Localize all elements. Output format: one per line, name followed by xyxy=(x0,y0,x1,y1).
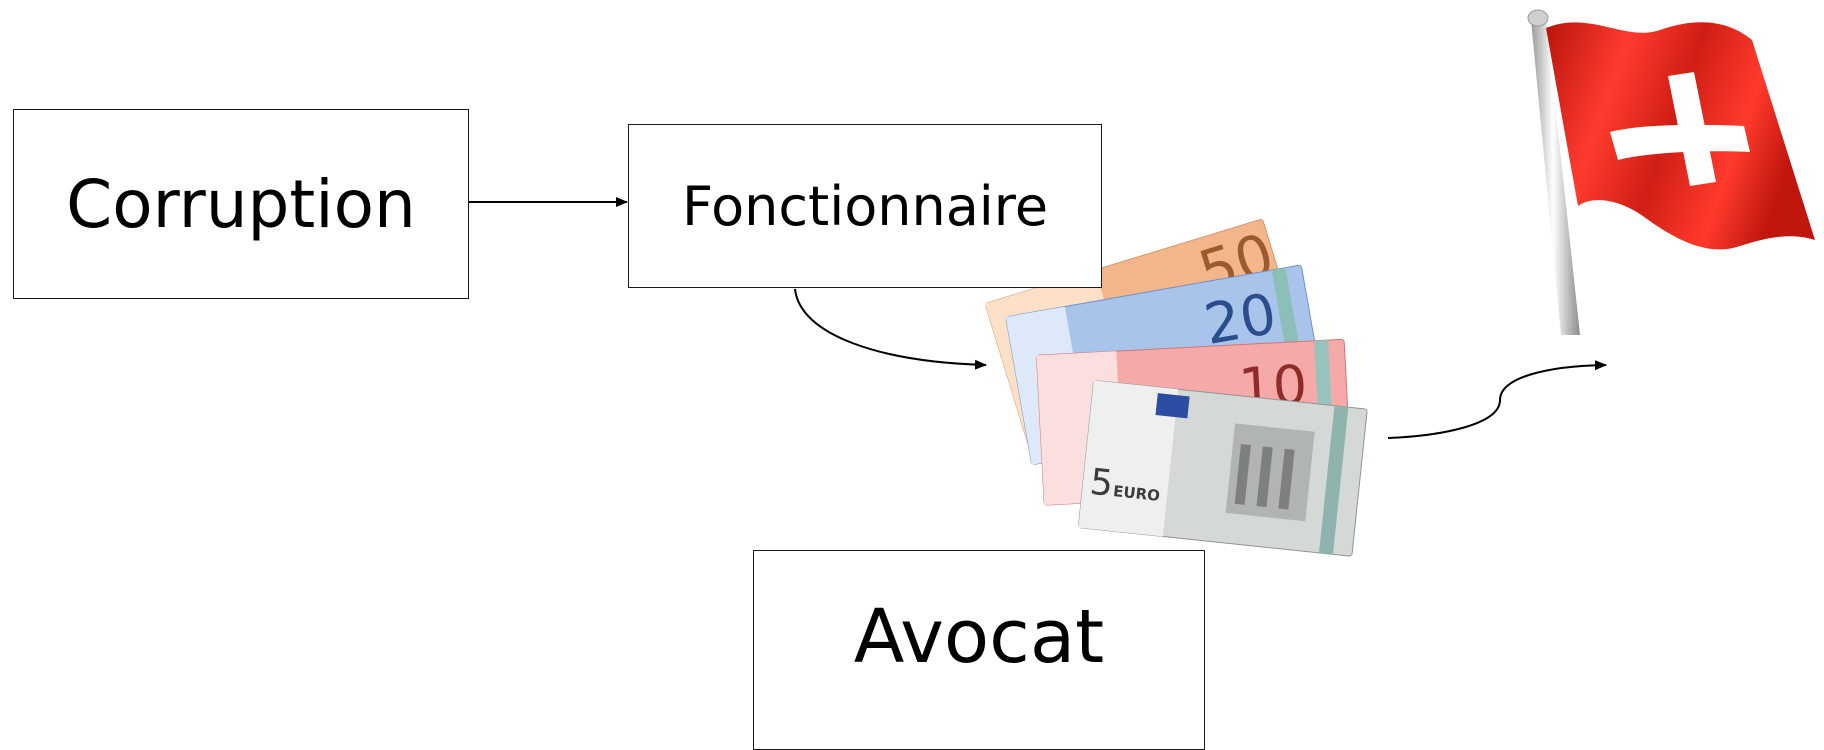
diagram-canvas: 50 20 10 5 EURO xyxy=(469,9,1815,557)
edge-money-flag xyxy=(1387,360,1607,439)
flag-pole xyxy=(1531,20,1580,335)
banknotes-icon: 50 20 10 5 EURO xyxy=(985,219,1368,557)
banknote-currency-label: EURO xyxy=(1112,482,1160,505)
flag-cross-horizontal xyxy=(1610,124,1750,160)
node-fonctionnaire: Fonctionnaire xyxy=(628,124,1102,288)
banknote-5-label: 5 xyxy=(1088,462,1115,505)
node-corruption-label: Corruption xyxy=(66,165,416,243)
flag-pole-finial xyxy=(1527,9,1549,27)
banknote-5: 5 EURO xyxy=(1078,380,1368,557)
node-fonctionnaire-label: Fonctionnaire xyxy=(681,174,1049,238)
node-corruption: Corruption xyxy=(13,109,469,299)
node-avocat: Avocat xyxy=(753,550,1205,750)
node-avocat-label: Avocat xyxy=(853,594,1105,680)
swiss-flag-icon xyxy=(1527,9,1815,335)
edge-fonctionnaire-money xyxy=(794,288,987,370)
